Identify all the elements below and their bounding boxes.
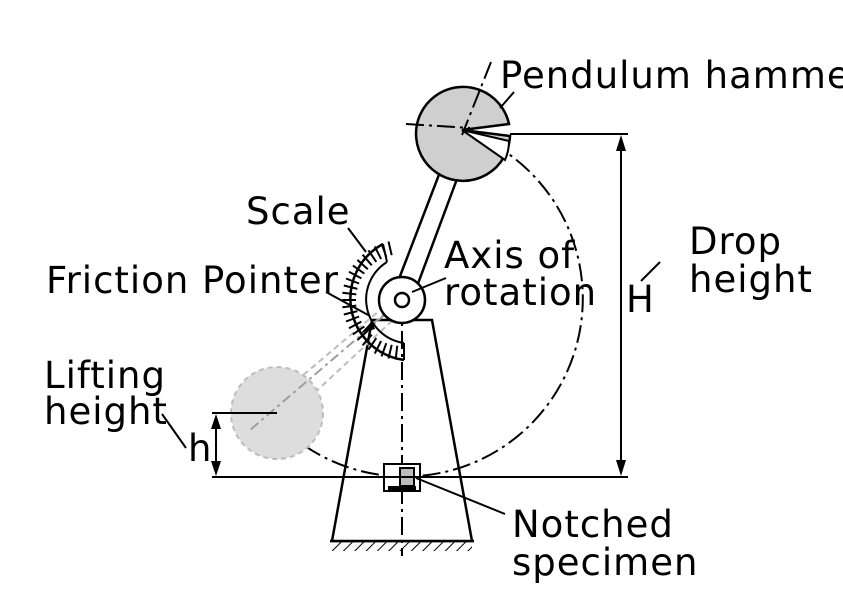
scale-tick	[343, 284, 358, 290]
label-drop-line1: Drop	[689, 220, 782, 263]
drop-height-arrow-bottom	[616, 460, 626, 476]
hammer-centerline-h	[405, 123, 471, 129]
ground-hatch	[332, 542, 472, 551]
scale-tick	[352, 325, 365, 336]
label-lifting-line2: height	[44, 390, 168, 433]
label-axis-line2: rotation	[444, 271, 597, 314]
drop-height-arrow-top	[616, 135, 626, 151]
leader-friction-pointer	[325, 291, 371, 317]
hammer-centerline-radial	[461, 61, 492, 136]
scale-tick	[373, 246, 382, 260]
scale-tick	[356, 259, 369, 270]
scale-tick	[356, 330, 369, 341]
scale-tick	[373, 340, 382, 354]
scale-tick	[343, 310, 358, 316]
label-drop-symbol: H	[626, 278, 655, 321]
scale-tick	[345, 277, 360, 285]
label-pendulum-hammer: Pendulum hammer	[500, 54, 843, 97]
label-drop-line2: height	[689, 258, 813, 301]
label-friction-pointer: Friction Pointer	[46, 259, 339, 302]
scale-tick	[380, 342, 388, 357]
scale-tick	[342, 304, 357, 309]
scale-tick	[342, 291, 357, 296]
pendulum-hammer	[405, 61, 512, 183]
leader-axis-rotation	[411, 277, 447, 293]
label-axis-line1: Axis of	[444, 234, 575, 277]
scale-tick	[361, 334, 373, 346]
leader-scale	[347, 227, 367, 253]
lifting-height-arrow-top	[211, 414, 221, 429]
leader-pendulum-hammer	[499, 91, 515, 109]
scale-tick	[348, 320, 362, 330]
scale-tick	[352, 264, 365, 275]
leader-drop-height	[640, 261, 661, 282]
label-scale: Scale	[246, 190, 351, 233]
label-lifting-symbol: h	[188, 427, 212, 470]
friction-pointer-tip	[361, 321, 375, 333]
leader-notched-specimen	[415, 477, 506, 515]
ghost-centerline	[249, 299, 403, 431]
lifting-height-arrow-bottom	[211, 461, 221, 476]
scale-arc-inner	[365, 261, 405, 344]
scale	[342, 241, 405, 362]
label-notched-line1: Notched	[512, 503, 674, 546]
label-notched-line2: specimen	[512, 541, 698, 584]
scale-tick	[361, 254, 373, 266]
label-lifting-line1: Lifting	[44, 354, 166, 397]
scale-tick	[367, 249, 378, 263]
scale-tick	[387, 344, 393, 359]
axis-hub-inner	[393, 291, 411, 309]
scale-tick	[345, 315, 360, 323]
scale-tick	[394, 345, 399, 360]
leader-lifting-height	[161, 413, 187, 449]
anvil-base	[388, 486, 416, 492]
scale-end-top	[382, 243, 388, 263]
swing-arc	[265, 129, 584, 478]
hammer-notch	[461, 129, 511, 162]
scale-tick	[348, 270, 362, 280]
scale-tick	[367, 337, 378, 351]
scale-tick	[387, 241, 393, 256]
